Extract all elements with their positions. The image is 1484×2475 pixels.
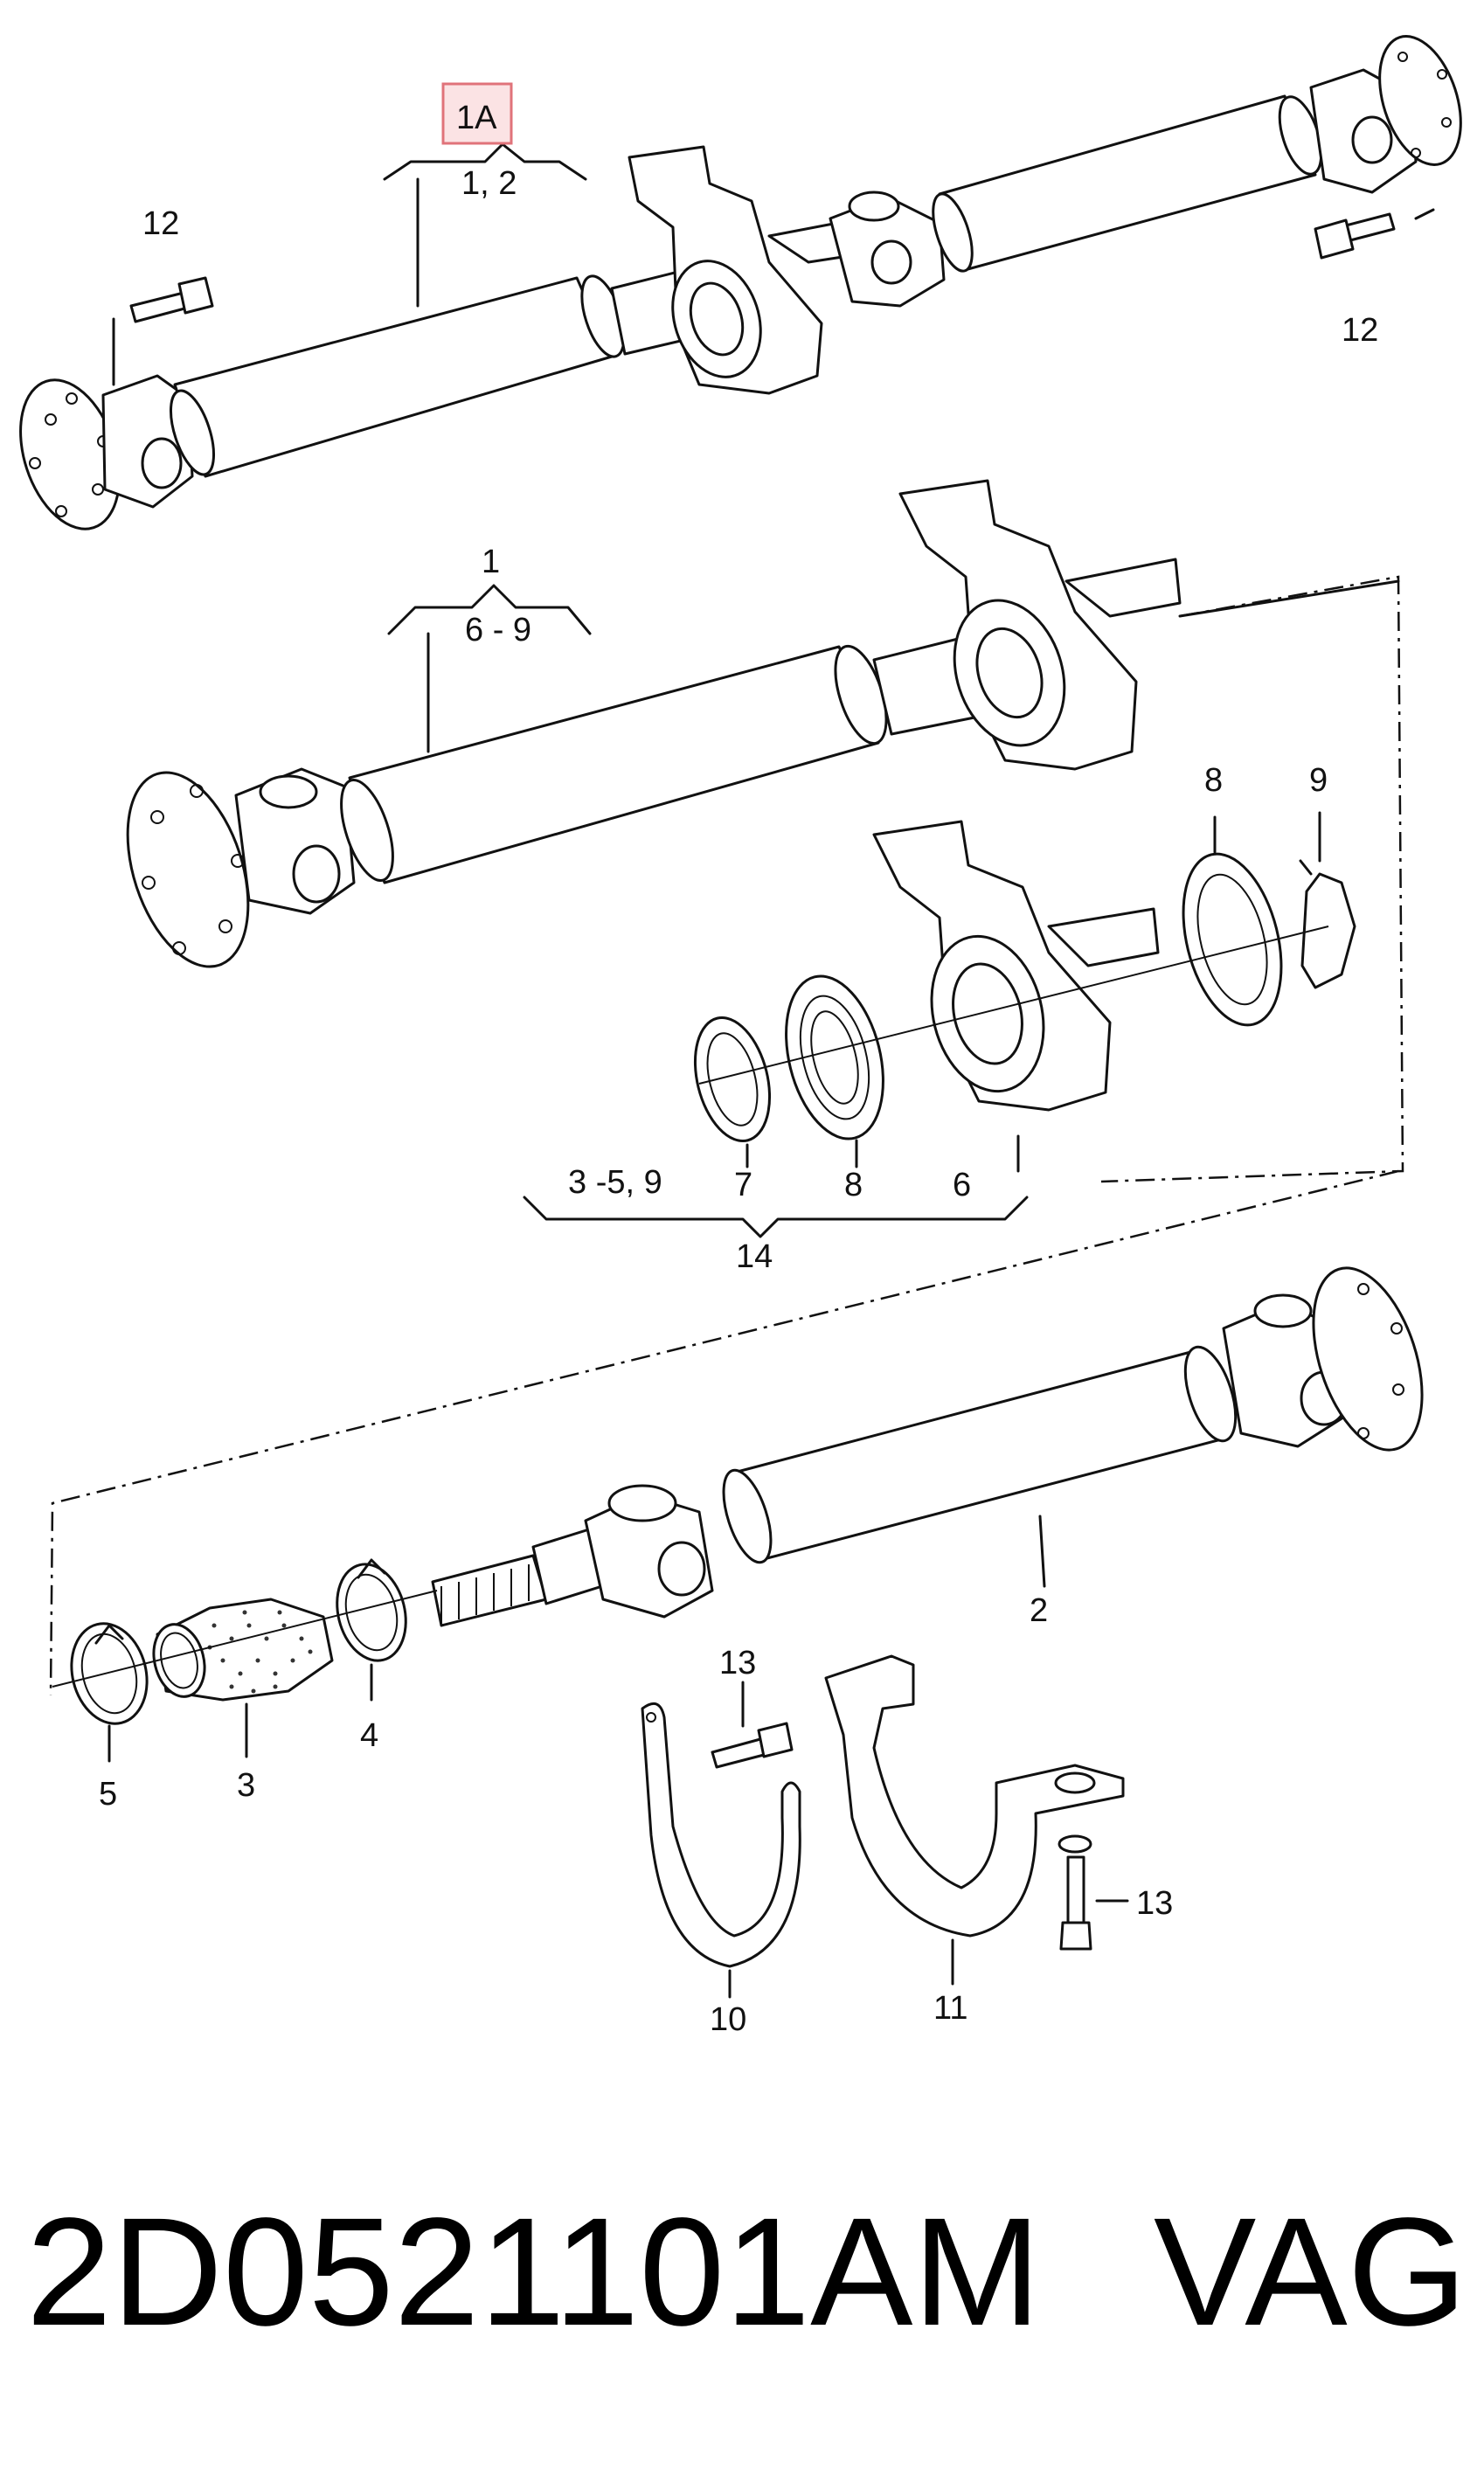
label-9-top: 9 (1309, 762, 1328, 799)
label-group-3-5-9: 3 -5, 9 (568, 1164, 662, 1201)
strap-and-bracket (641, 1654, 1129, 1999)
label-1: 1 (482, 544, 500, 580)
propshaft-assembly-1a (19, 35, 1462, 530)
bolt-12-left (112, 276, 214, 386)
brand-label: VAG (1154, 2187, 1467, 2358)
label-7: 7 (734, 1167, 752, 1203)
label-4: 4 (360, 1717, 378, 1754)
label-8-bottom: 8 (844, 1167, 863, 1203)
label-10: 10 (710, 2001, 746, 2038)
label-2: 2 (1030, 1592, 1048, 1629)
label-1a: 1A (456, 100, 497, 136)
label-12-left: 12 (142, 205, 179, 242)
part-number: 2D0521101AM (26, 2187, 1041, 2358)
propshaft-part-2 (431, 1266, 1424, 1627)
label-14: 14 (736, 1238, 773, 1275)
label-12-right: 12 (1342, 312, 1378, 349)
label-group-1-2: 1, 2 (461, 165, 517, 202)
label-5: 5 (99, 1776, 117, 1813)
label-group-6-9: 6 - 9 (465, 612, 531, 648)
label-3: 3 (237, 1767, 255, 1804)
callout-labels: 1A 1, 2 12 12 1 6 - 9 8 9 3 -5, 9 7 8 6 … (99, 82, 1378, 2038)
bearing-parts-group (523, 811, 1356, 1238)
label-13-top: 13 (719, 1645, 756, 1681)
highlight-box-1a (441, 82, 513, 145)
bolt-12-right (1314, 208, 1435, 260)
assembly-boundary-line (49, 575, 1404, 1696)
label-6: 6 (953, 1167, 971, 1203)
boot-and-clamps (52, 1558, 438, 1763)
label-13-right: 13 (1136, 1885, 1173, 1922)
propshaft-part-1 (126, 479, 1400, 968)
label-8-top: 8 (1204, 762, 1223, 799)
label-11: 11 (933, 1990, 967, 2027)
